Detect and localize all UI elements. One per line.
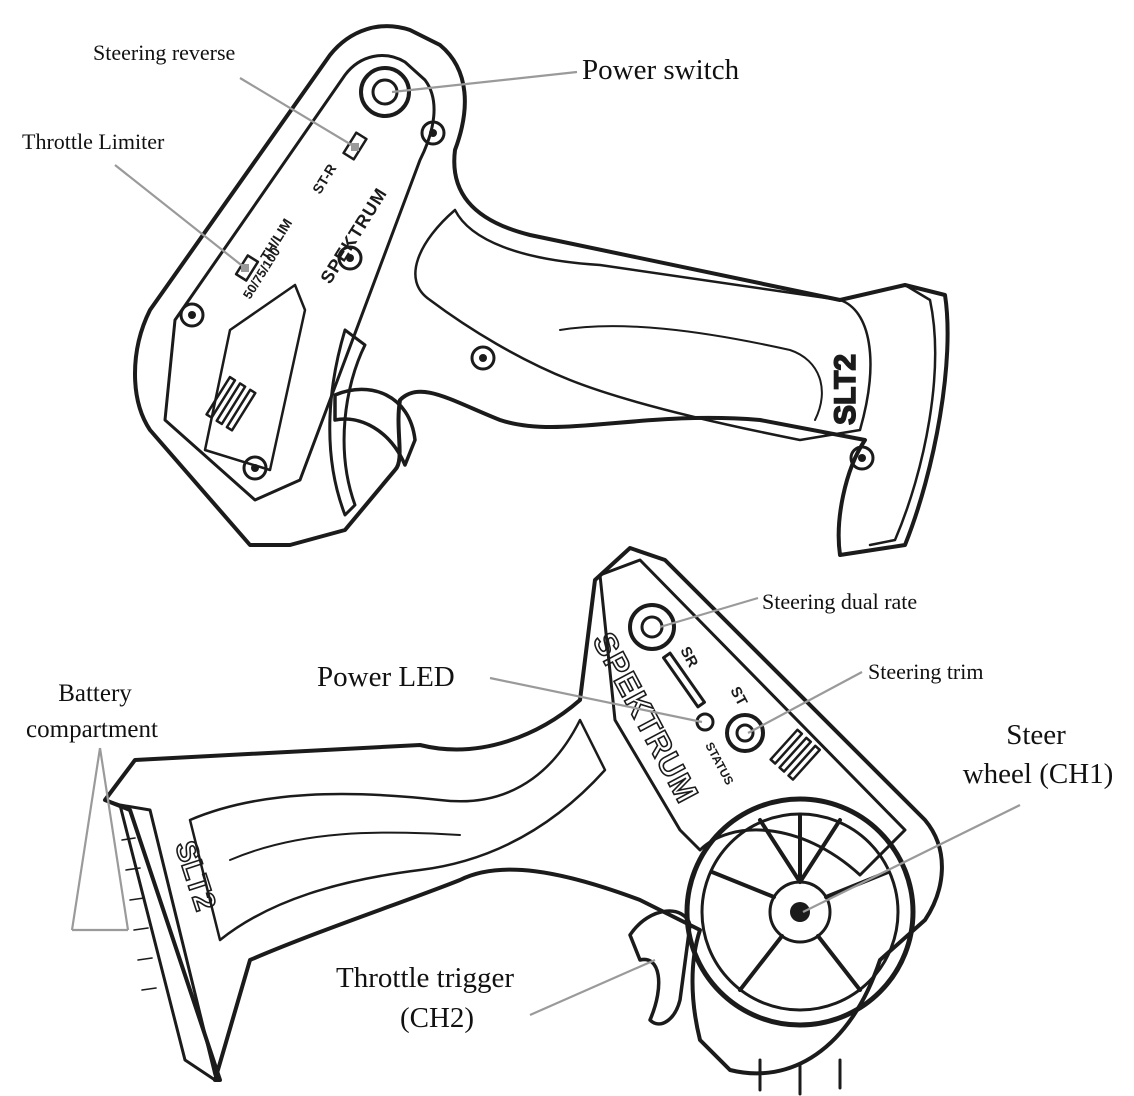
top-face-panel (163, 54, 436, 502)
bottom-dual-rate-knob (628, 603, 676, 651)
transmitter-top-view: 50/75/100 TH/LIM ST-R SPEKTRUM SLT2 (133, 24, 950, 557)
leader-battery-compartment (70, 747, 130, 932)
top-screw-6 (849, 445, 875, 471)
bottom-steer-wheel (684, 796, 916, 1096)
top-brand-text: SPEKTRUM (316, 184, 391, 287)
bottom-body-outline (103, 546, 944, 1082)
top-model-text: SLT2 (829, 354, 862, 425)
label-throttle-trigger-line2: (CH2) (400, 1002, 474, 1034)
label-power-switch: Power switch (582, 54, 740, 86)
leader-throttle-limiter (114, 164, 246, 269)
leader-steering-trim (747, 671, 863, 734)
bottom-battery-plate (103, 798, 217, 1082)
top-trigger (333, 387, 417, 467)
leader-steer-wheel (802, 804, 1021, 913)
top-screw-3 (179, 302, 205, 328)
bottom-slider-slot (662, 651, 706, 709)
leader-lines (70, 70, 1021, 1017)
label-throttle-trigger-line1: Throttle trigger (336, 962, 514, 994)
label-power-led: Power LED (317, 661, 455, 693)
leader-steering-reverse-end (351, 143, 359, 151)
leader-throttle-trigger (529, 958, 656, 1017)
label-battery-compartment-line2: compartment (26, 716, 158, 743)
label-throttle-limiter: Throttle Limiter (22, 129, 165, 154)
top-grip-finger-groove (559, 325, 823, 421)
top-screw-1 (420, 120, 446, 146)
top-panel-recess (203, 283, 307, 472)
top-panel-st-r-text: ST-R (309, 161, 339, 197)
bottom-battery-ridges (121, 837, 157, 991)
top-screw-4 (242, 455, 268, 481)
bottom-trigger (628, 909, 692, 1026)
label-steering-reverse: Steering reverse (93, 40, 235, 65)
top-grip-contour (414, 208, 872, 442)
bottom-panel-st-text: ST (726, 684, 750, 709)
label-steer-wheel-line1: Steer (1006, 719, 1066, 751)
bottom-steering-trim-knob (725, 713, 765, 753)
leader-power-led (489, 676, 703, 724)
top-grille-logo (205, 375, 257, 432)
top-screw-5 (470, 345, 496, 371)
bottom-grille-logo (769, 728, 821, 781)
bottom-model-text: SLT2 (168, 837, 221, 915)
leader-power-switch (391, 70, 578, 94)
leader-throttle-limiter-end (241, 264, 249, 272)
label-steer-wheel-line2: wheel (CH1) (963, 758, 1114, 790)
top-side-plate (868, 283, 937, 547)
bottom-grip-contour (188, 718, 607, 942)
top-trigger-base (328, 328, 367, 517)
leader-steering-reverse (239, 77, 356, 148)
labels: Steering reverse Power switch Throttle L… (22, 40, 1113, 1034)
top-screw-2 (337, 245, 363, 271)
label-steering-trim: Steering trim (868, 659, 983, 684)
top-body-outline (133, 24, 950, 557)
transmitter-bottom-view: SPEKTRUM SR ST STATUS SLT2 (103, 546, 944, 1096)
bottom-grip-finger-groove (229, 831, 461, 861)
leader-steering-dual-rate (659, 596, 759, 629)
label-steering-dual-rate: Steering dual rate (762, 589, 917, 614)
label-battery-compartment-line1: Battery (58, 680, 132, 707)
